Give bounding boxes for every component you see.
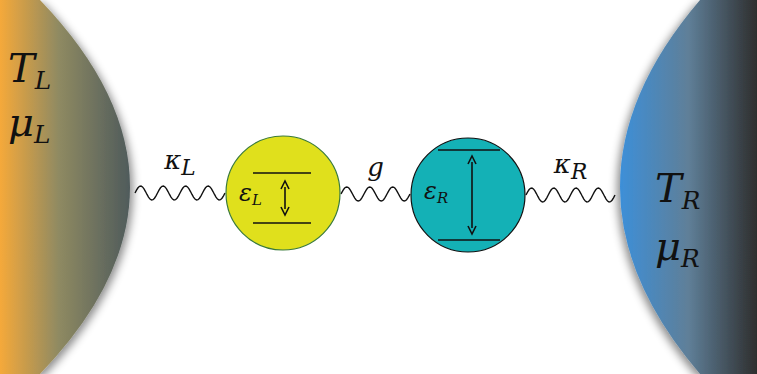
reservoir-label: μL xyxy=(8,102,50,148)
reservoir-label: μR xyxy=(655,226,700,272)
qubit-circle: εR xyxy=(410,137,526,253)
coupling-wave xyxy=(526,188,615,202)
reservoir-label: TR xyxy=(655,168,700,214)
coupling-label: g xyxy=(367,154,384,180)
coupling-label: κR xyxy=(554,151,587,183)
energy-label: εL xyxy=(239,181,262,208)
qubit-circle: εL xyxy=(225,135,341,251)
coupling-label: κL xyxy=(164,147,195,179)
energy-label: εR xyxy=(424,179,448,206)
coupling-wave xyxy=(341,187,410,201)
reservoir: TL μL xyxy=(0,0,135,374)
coupling-wave xyxy=(135,186,225,200)
reservoir: TR μR xyxy=(615,0,757,374)
reservoir-label: TL xyxy=(8,48,51,94)
